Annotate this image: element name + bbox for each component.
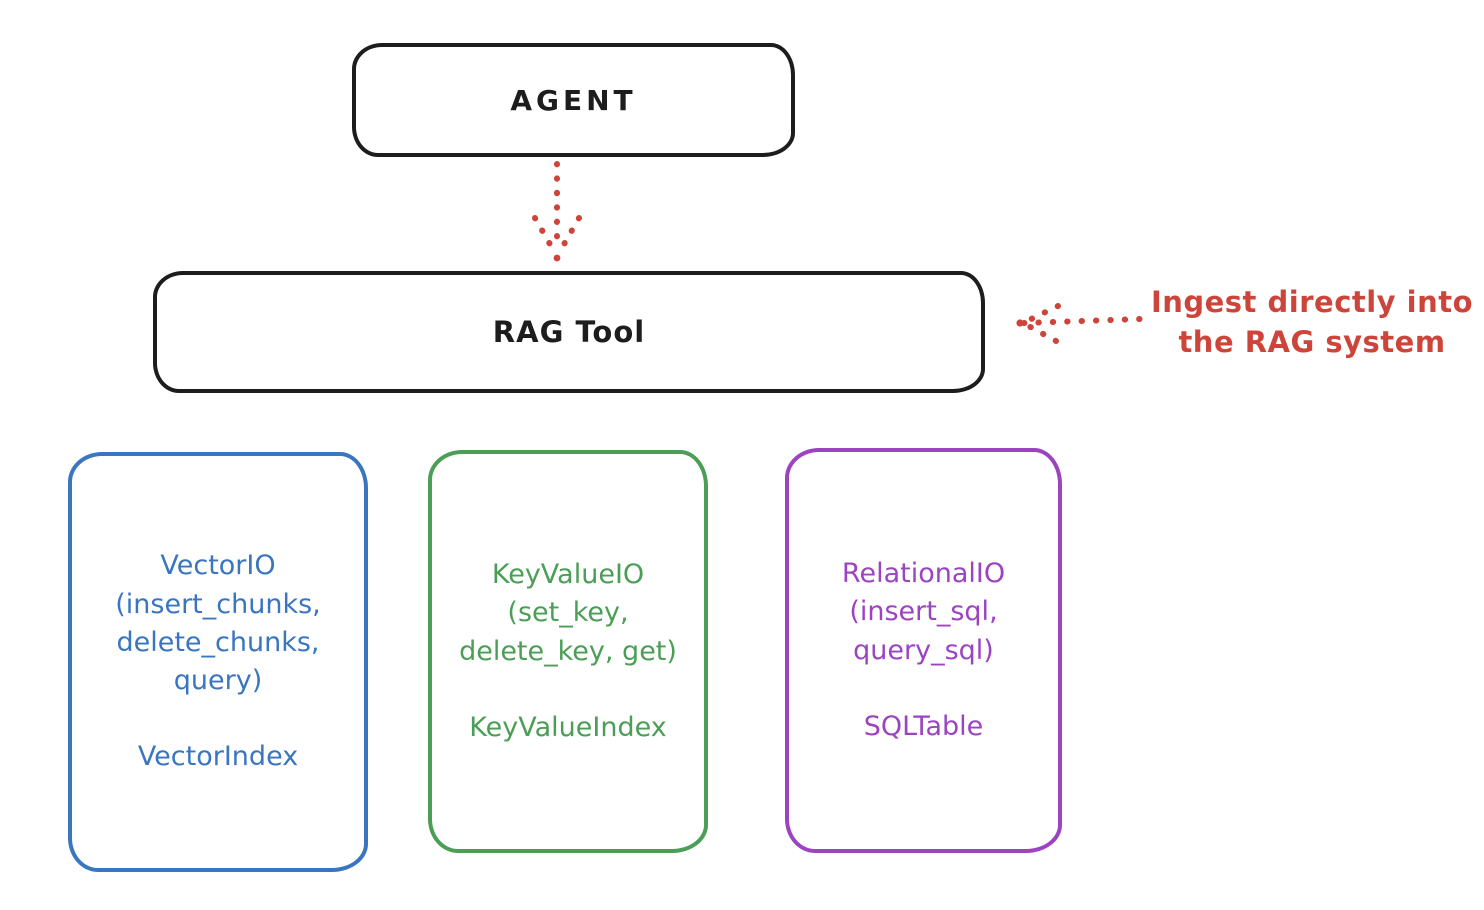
rag-tool-node: RAG Tool: [153, 271, 985, 393]
storage-node-keyvalue-io: KeyValueIO (set_key, delete_key, get) Ke…: [428, 450, 708, 853]
rag-tool-label: RAG Tool: [492, 315, 646, 349]
annotation-line-2: the RAG system: [1178, 325, 1446, 360]
keyvalue-io-title: KeyValueIO: [491, 558, 645, 590]
relational-io-ops-line-2: query_sql): [853, 634, 994, 666]
agent-node: AGENT: [352, 43, 795, 157]
vector-io-ops-line-3: query): [173, 665, 263, 697]
vector-io-title: VectorIO: [160, 550, 276, 582]
sql-table-label: SQLTable: [863, 710, 984, 742]
annotation-arrow-icon: [1016, 303, 1143, 344]
relational-io-ops-line-1: (insert_sql,: [849, 596, 998, 628]
storage-node-vector-io: VectorIO (insert_chunks, delete_chunks, …: [68, 452, 368, 872]
annotation-text: Ingest directly into the RAG system: [1140, 282, 1484, 362]
keyvalue-io-ops-line-2: delete_key, get): [459, 635, 677, 667]
vector-index-label: VectorIndex: [137, 741, 299, 773]
keyvalue-index-label: KeyValueIndex: [469, 711, 667, 743]
agent-to-ragtool-arrow-icon: [532, 161, 582, 262]
vector-io-ops-line-1: (insert_chunks,: [115, 588, 321, 620]
keyvalue-io-ops-line-1: (set_key,: [507, 597, 629, 629]
annotation-line-1: Ingest directly into: [1150, 285, 1474, 319]
agent-label: AGENT: [510, 83, 637, 117]
relational-io-title: RelationalIO: [841, 557, 1006, 589]
vector-io-ops-line-2: delete_chunks,: [116, 626, 320, 658]
storage-node-relational-io: RelationalIO (insert_sql, query_sql) SQL…: [785, 448, 1062, 853]
